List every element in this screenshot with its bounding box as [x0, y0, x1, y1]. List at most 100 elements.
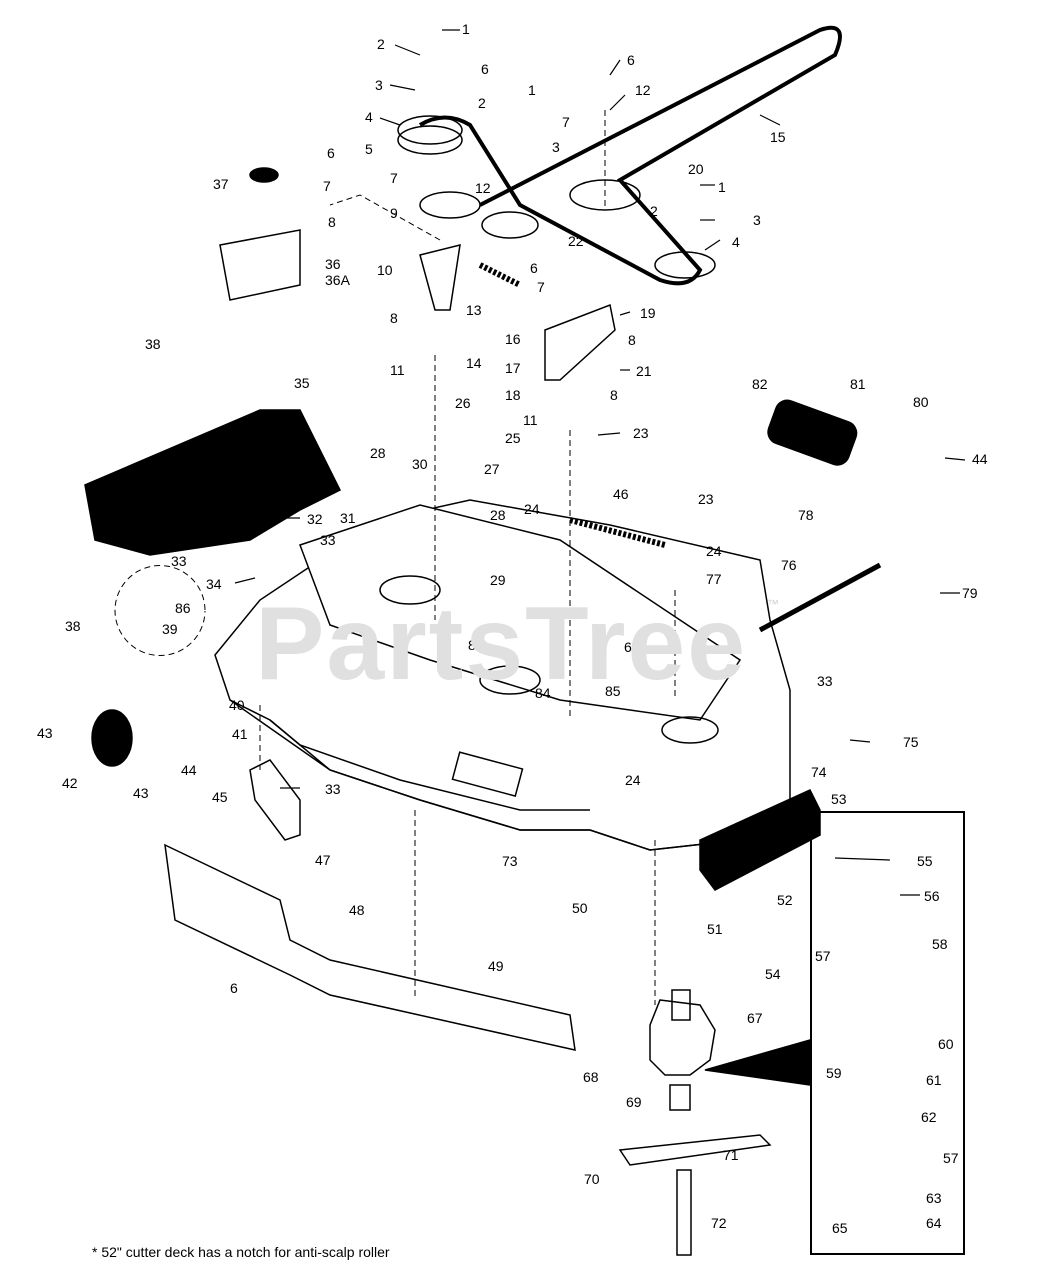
callout-6-a: 6 — [481, 61, 489, 77]
callout-49: 48 — [349, 902, 365, 918]
callout-25: 25 — [505, 430, 521, 446]
callout-79: 78 — [798, 507, 814, 523]
callout-68: 67 — [747, 1010, 763, 1026]
spring-47 — [569, 517, 666, 548]
callout-33-c: 33 — [817, 673, 833, 689]
callout-72: 71 — [723, 1147, 739, 1163]
callout-44-b: 43 — [133, 785, 149, 801]
callout-11-a: 11 — [390, 362, 405, 378]
callout-58-a: 57 — [815, 948, 831, 964]
callout-33-b: 33 — [171, 553, 187, 569]
callout-51: 50 — [572, 900, 588, 916]
callout-67: 66 — [624, 639, 640, 655]
callout-28-b: 28 — [490, 507, 506, 523]
callout-43: 42 — [62, 775, 78, 791]
callout-6-b: 6 — [327, 145, 335, 161]
callout-3-c: 3 — [753, 212, 761, 228]
callout-1-c: 1 — [718, 179, 726, 195]
callout-46: 45 — [212, 789, 228, 805]
callout-86: 85 — [605, 683, 621, 699]
callout-38: 38 — [145, 336, 161, 352]
callout-53: 52 — [777, 892, 793, 908]
callout-23-a: 23 — [633, 425, 649, 441]
callout-7-b: 7 — [390, 170, 398, 186]
callout-20: 20 — [688, 161, 704, 177]
callout-60: 59 — [826, 1065, 842, 1081]
callout-14: 14 — [466, 355, 482, 371]
callout-17: 17 — [505, 360, 521, 376]
callout-55: 54 — [765, 966, 781, 982]
callout-18: 18 — [505, 387, 521, 403]
callout-27: 27 — [484, 461, 500, 477]
callout-69: 68 — [583, 1069, 599, 1085]
callout-3-a: 3 — [375, 77, 383, 93]
callout-73: 72 — [711, 1215, 727, 1231]
callout-15: 15 — [770, 129, 786, 145]
callout-47: 46 — [613, 486, 629, 502]
watermark-trademark: ™ — [767, 597, 779, 611]
callout-81: 80 — [913, 394, 929, 410]
callout-24-b: 24 — [706, 543, 722, 559]
callout-66: 65 — [832, 1220, 848, 1236]
callout-8-d: 8 — [610, 387, 618, 403]
callout-31: 31 — [340, 510, 356, 526]
callout-85: 84 — [535, 685, 551, 701]
pulley-4-left — [397, 115, 463, 145]
callout-12-a: 12 — [475, 180, 491, 196]
front-baffle — [164, 843, 576, 1051]
callout-83: 82 — [752, 376, 768, 392]
callout-71: 70 — [584, 1171, 600, 1187]
callout-4-b: 4 — [732, 234, 740, 250]
callout-29: 29 — [490, 572, 506, 588]
callout-30: 30 — [412, 456, 428, 472]
callout-6-c: 6 — [627, 52, 635, 68]
callout-33-d: 33 — [325, 781, 341, 797]
pulley-22 — [481, 211, 539, 239]
callout-37: 37 — [213, 176, 229, 192]
callout-40: 39 — [162, 621, 178, 637]
callout-34: 34 — [206, 576, 222, 592]
callout-45-b: 44 — [181, 762, 197, 778]
callout-78: 77 — [706, 571, 722, 587]
callout-44-a: 43 — [37, 725, 53, 741]
callout-64: 63 — [926, 1190, 942, 1206]
callout-45-a: 44 — [972, 451, 988, 467]
callout-22: 22 — [568, 233, 584, 249]
callout-5: 5 — [365, 141, 373, 157]
callout-16: 16 — [505, 331, 521, 347]
callout-2-a: 2 — [377, 36, 385, 52]
callout-7-a: 7 — [323, 178, 331, 194]
callout-48: 47 — [315, 852, 331, 868]
deck-top-plate — [299, 504, 742, 721]
callout-21: 21 — [636, 363, 652, 379]
callout-6-e: 6 — [230, 980, 238, 996]
callout-24-a: 24 — [524, 501, 540, 517]
callout-8-b: 8 — [390, 310, 398, 326]
callout-3-b: 3 — [552, 139, 560, 155]
callout-76: 75 — [903, 734, 919, 750]
callout-70: 69 — [626, 1094, 642, 1110]
callout-80: 79 — [962, 585, 978, 601]
callout-24-c: 24 — [625, 772, 641, 788]
pulley-9 — [419, 191, 481, 219]
callout-65: 64 — [926, 1215, 942, 1231]
callout-9: 9 — [390, 205, 398, 221]
callout-1-b: 1 — [528, 82, 536, 98]
callout-4-a: 4 — [365, 109, 373, 125]
callout-8-a: 8 — [328, 214, 336, 230]
callout-61: 60 — [938, 1036, 954, 1052]
callout-7-c: 7 — [562, 114, 570, 130]
callout-13: 13 — [466, 302, 482, 318]
callout-19: 19 — [640, 305, 656, 321]
callout-23-b: 23 — [698, 491, 714, 507]
callout-11-b: 11 — [523, 412, 538, 428]
callout-77: 76 — [781, 557, 797, 573]
callout-74: 73 — [502, 853, 518, 869]
callout-star: 86 — [175, 600, 191, 616]
callout-75: 74 — [811, 764, 827, 780]
belt-15 — [418, 25, 842, 286]
callout-2-b: 2 — [478, 95, 486, 111]
callout-12-b: 12 — [635, 82, 651, 98]
callout-42: 41 — [232, 726, 248, 742]
callout-2-c: 2 — [650, 203, 658, 219]
